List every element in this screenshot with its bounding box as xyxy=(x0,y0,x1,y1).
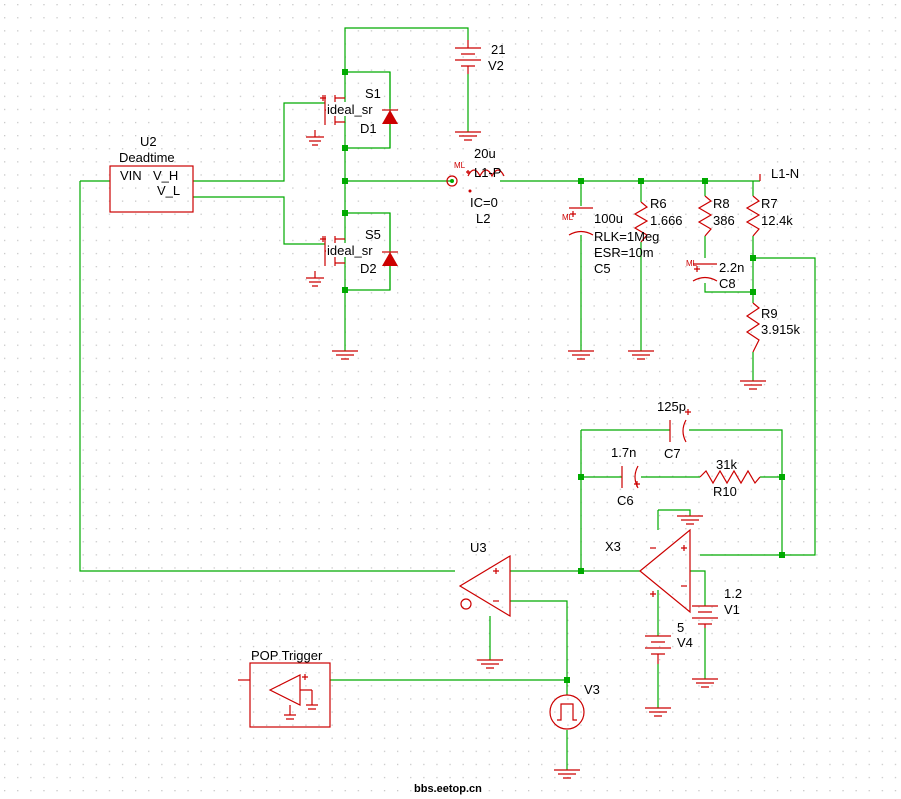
d2-ref: D2 xyxy=(360,261,377,276)
labels: U2 Deadtime VIN V_H V_L S1 ideal_sr D1 S… xyxy=(119,42,801,795)
deadtime-u2-box xyxy=(109,165,194,213)
wires xyxy=(79,27,816,770)
s5-ref: S5 xyxy=(365,227,381,242)
d1-ref: D1 xyxy=(360,121,377,136)
l1n-label: L1-N xyxy=(771,166,799,181)
pop-trigger-label: POP Trigger xyxy=(251,648,323,663)
v2-value: 21 xyxy=(491,42,505,57)
inductor-l2-symbol: ML xyxy=(446,161,505,193)
c8-ml-tag: ML xyxy=(686,259,698,268)
opamp-x3-symbol xyxy=(639,528,691,614)
v1-ref: V1 xyxy=(724,602,740,617)
c7-ref: C7 xyxy=(664,446,681,461)
pulse-source-v3-symbol xyxy=(549,694,585,730)
l2-value: 20u xyxy=(474,146,496,161)
c7-value: 125p xyxy=(657,399,686,414)
u3-ref: U3 xyxy=(470,540,487,555)
c5-value: 100u xyxy=(594,211,623,226)
resistor-r6-symbol xyxy=(633,201,649,243)
u2-pin-vl: V_L xyxy=(157,183,180,198)
v4-ref: V4 xyxy=(677,635,693,650)
c6-value: 1.7n xyxy=(611,445,636,460)
battery-v4-symbol xyxy=(645,635,671,664)
s1-ref: S1 xyxy=(365,86,381,101)
u2-pin-vin: VIN xyxy=(120,168,142,183)
l2-ic: IC=0 xyxy=(470,195,498,210)
resistor-r7-symbol xyxy=(745,195,761,237)
resistor-r8-symbol xyxy=(697,195,713,237)
capacitor-c7-symbol xyxy=(669,409,691,443)
resistor-r9-symbol xyxy=(745,302,761,353)
r6-value: 1.666 xyxy=(650,213,683,228)
s5-model: ideal_sr xyxy=(327,243,373,258)
capacitor-c8-symbol: ML xyxy=(686,259,718,282)
l2-ml-tag: ML xyxy=(454,161,466,170)
c8-ref: C8 xyxy=(719,276,736,291)
r9-ref: R9 xyxy=(761,306,778,321)
pop-trigger-symbol xyxy=(238,662,331,728)
comparator-u3-symbol xyxy=(458,554,511,618)
u2-ref: U2 xyxy=(140,134,157,149)
watermark: bbs.eetop.cn xyxy=(414,783,482,795)
v4-value: 5 xyxy=(677,620,684,635)
diode-d2-symbol xyxy=(382,251,398,266)
r6-ref: R6 xyxy=(650,196,667,211)
junctions xyxy=(342,69,785,683)
c5-ml-tag: ML xyxy=(562,213,574,222)
l2-ref: L2 xyxy=(476,211,490,226)
l2-node: L1-P xyxy=(474,165,501,180)
r9-value: 3.915k xyxy=(761,322,801,337)
battery-v2-symbol xyxy=(455,40,481,74)
c5-ref: C5 xyxy=(594,261,611,276)
resistor-r10-symbol xyxy=(699,469,761,485)
u2-type: Deadtime xyxy=(119,150,175,165)
battery-v1-symbol xyxy=(692,605,718,628)
r7-ref: R7 xyxy=(761,196,778,211)
c6-ref: C6 xyxy=(617,493,634,508)
v2-ref: V2 xyxy=(488,58,504,73)
capacitor-c5-symbol: ML xyxy=(562,207,594,236)
x3-ref: X3 xyxy=(605,539,621,554)
c5-esr: ESR=10m xyxy=(594,245,654,260)
u2-pin-vh: V_H xyxy=(153,168,178,183)
ground-symbols xyxy=(306,130,766,779)
r10-value: 31k xyxy=(716,457,737,472)
capacitor-c6-symbol xyxy=(621,465,640,489)
c5-rlk: RLK=1Meg xyxy=(594,229,659,244)
r7-value: 12.4k xyxy=(761,213,793,228)
v1-value: 1.2 xyxy=(724,586,742,601)
v3-ref: V3 xyxy=(584,682,600,697)
r10-ref: R10 xyxy=(713,484,737,499)
r8-ref: R8 xyxy=(713,196,730,211)
diode-d1-symbol xyxy=(382,109,398,124)
r8-value: 386 xyxy=(713,213,735,228)
s1-model: ideal_sr xyxy=(327,102,373,117)
c8-value: 2.2n xyxy=(719,260,744,275)
